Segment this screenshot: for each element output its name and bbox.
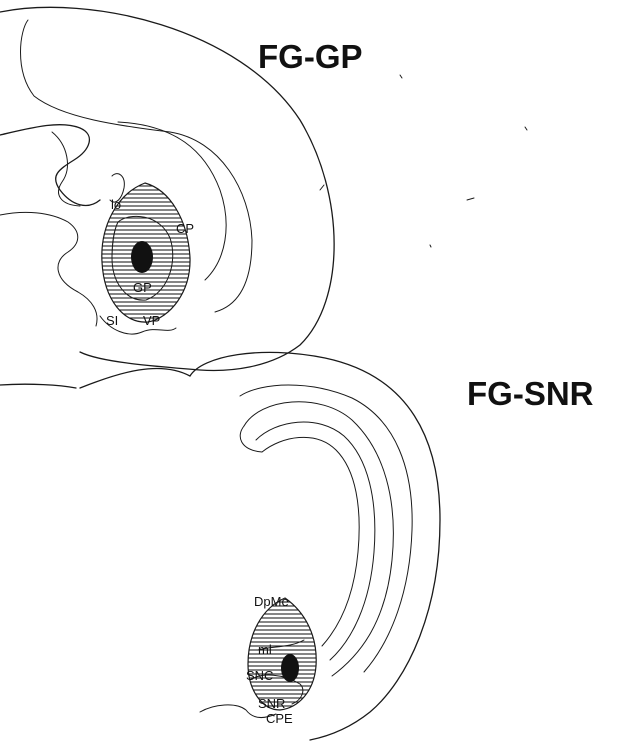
gp-fiber-mark-1	[320, 185, 324, 190]
label-gp: GP	[133, 280, 152, 295]
gp-panel-title: FG-GP	[258, 38, 363, 75]
label-snr: SNR	[258, 696, 285, 711]
label-cpe: CPE	[266, 711, 293, 726]
gp-injection-core	[131, 241, 153, 273]
label-snc: SNC	[246, 668, 273, 683]
label-ml: ml	[258, 642, 272, 657]
label-vp: VP	[143, 313, 160, 328]
label-lo: lo	[111, 197, 121, 212]
gp-medial-contour	[0, 212, 97, 326]
panel-fg-snr: FG-SNR DpMe ml SNC SNR CPE	[80, 352, 594, 740]
label-si: SI	[106, 313, 118, 328]
label-cp: CP	[176, 221, 194, 236]
gp-fiber-mark-3	[400, 75, 402, 78]
label-dpme: DpMe	[254, 594, 289, 609]
panel-fg-gp: FG-GP lo CP GP SI VP	[0, 7, 527, 388]
gp-fiber-mark-4	[525, 127, 527, 130]
gp-section-bottom	[0, 384, 76, 388]
snr-panel-title: FG-SNR	[467, 375, 594, 412]
gp-fiber-mark-5	[430, 245, 431, 247]
snr-section-left-edge	[80, 368, 190, 388]
gp-ventricle-contour	[0, 125, 100, 206]
snr-section-outline	[190, 352, 440, 740]
snr-hippocampus-fold	[240, 426, 262, 452]
gp-inner-notch	[52, 132, 80, 206]
snr-injection-core	[281, 654, 299, 682]
gp-fiber-mark-2	[467, 198, 474, 200]
